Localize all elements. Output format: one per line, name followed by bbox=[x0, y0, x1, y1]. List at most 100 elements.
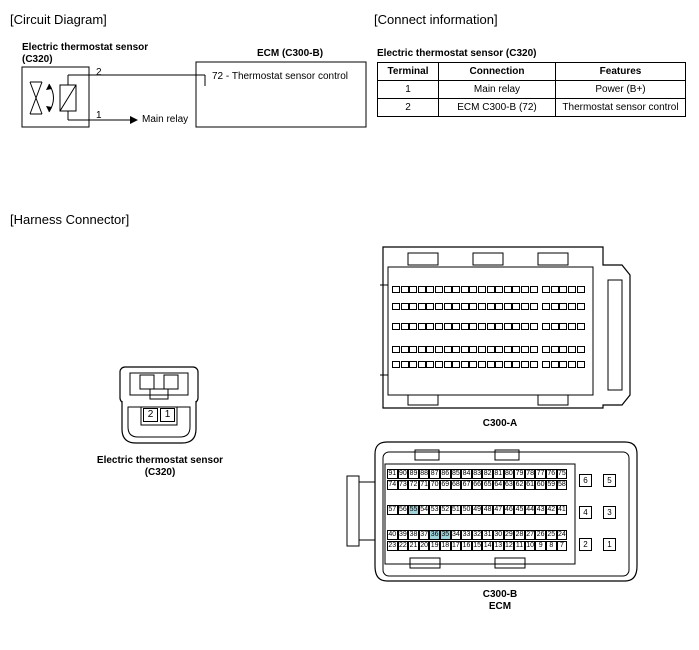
c300a-pin bbox=[478, 346, 486, 353]
c300a-pin bbox=[409, 361, 418, 368]
c300a-pin bbox=[576, 286, 585, 293]
c300a-pin bbox=[542, 361, 551, 368]
c300b-pin-91: 91 bbox=[387, 469, 398, 479]
c300b-pin-68: 68 bbox=[450, 480, 462, 490]
c300b-pin-39: 39 bbox=[397, 530, 409, 540]
c300a-pin bbox=[521, 323, 529, 330]
c300b-pin-76: 76 bbox=[546, 469, 557, 479]
c300b-pin-90: 90 bbox=[397, 469, 409, 479]
c300a-pin bbox=[426, 323, 435, 330]
c300a-pin bbox=[452, 286, 461, 293]
c300a-pin bbox=[392, 286, 400, 293]
c300b-pin-82: 82 bbox=[482, 469, 493, 479]
c300a-pin bbox=[576, 303, 585, 310]
c300b-pin-57: 57 bbox=[387, 505, 398, 515]
c300a-pin bbox=[559, 346, 568, 353]
c300a-pin bbox=[452, 346, 461, 353]
harness-connector-title: [Harness Connector] bbox=[10, 212, 130, 227]
c300b-pin-35: 35 bbox=[440, 530, 451, 540]
c300a-pin bbox=[568, 286, 576, 293]
c300a-pin bbox=[542, 286, 551, 293]
c300b-pin-15: 15 bbox=[471, 541, 483, 551]
c300a-pin bbox=[435, 303, 443, 310]
c300a-pin bbox=[460, 361, 469, 368]
c300b-pin-24: 24 bbox=[556, 530, 568, 540]
c300a-pin bbox=[469, 346, 478, 353]
c300b-pin-78: 78 bbox=[524, 469, 536, 479]
c300b-pin-5: 5 bbox=[603, 474, 616, 487]
c300b-pin-50: 50 bbox=[461, 505, 472, 515]
c300b-pin-83: 83 bbox=[471, 469, 483, 479]
c300b-pin-58: 58 bbox=[556, 480, 568, 490]
c300b-pin-64: 64 bbox=[493, 480, 504, 490]
c300a-pin bbox=[426, 346, 435, 353]
c300a-pin bbox=[503, 361, 512, 368]
c300b-pin-2: 2 bbox=[579, 538, 592, 551]
c300a-pin bbox=[550, 323, 559, 330]
c300a-pin bbox=[568, 346, 576, 353]
c300b-pin-36: 36 bbox=[429, 530, 440, 540]
c300b-pin-59: 59 bbox=[546, 480, 557, 490]
c300b-pin-1: 1 bbox=[603, 538, 616, 551]
c300a-pin bbox=[452, 303, 461, 310]
c300a-pin bbox=[409, 346, 418, 353]
c300b-pin-21: 21 bbox=[408, 541, 419, 551]
c300a-pin bbox=[478, 286, 486, 293]
c300a-pin bbox=[409, 323, 418, 330]
connect-info-table: Terminal Connection Features 1 Main rela… bbox=[377, 62, 686, 117]
c320-label-line1: Electric thermostat sensor bbox=[96, 455, 224, 466]
c300a-pin bbox=[559, 323, 568, 330]
c300a-pin bbox=[576, 346, 585, 353]
c300a-pin bbox=[435, 286, 443, 293]
c300b-pin-17: 17 bbox=[450, 541, 462, 551]
c300a-pin bbox=[469, 286, 478, 293]
c300b-pin-28: 28 bbox=[514, 530, 525, 540]
c300a-pin bbox=[400, 346, 409, 353]
connect-info-title: [Connect information] bbox=[374, 12, 498, 27]
c300a-pin bbox=[521, 286, 529, 293]
c300b-pin-85: 85 bbox=[450, 469, 462, 479]
c300b-pin-14: 14 bbox=[482, 541, 493, 551]
sensor-code-label: (C320) bbox=[22, 54, 53, 65]
c320-label-line2: (C320) bbox=[144, 467, 176, 478]
c300a-pin bbox=[503, 323, 512, 330]
c300b-pin-87: 87 bbox=[429, 469, 440, 479]
circuit-diagram bbox=[21, 61, 367, 128]
c300b-pin-62: 62 bbox=[514, 480, 525, 490]
table-row: 1 Main relay Power (B+) bbox=[377, 80, 686, 99]
table-cell: 1 bbox=[377, 80, 439, 99]
circuit-diagram-title: [Circuit Diagram] bbox=[10, 12, 107, 27]
c300a-pin bbox=[435, 323, 443, 330]
c300b-pin-66: 66 bbox=[471, 480, 483, 490]
c300a-pin bbox=[550, 346, 559, 353]
c300b-pin-27: 27 bbox=[524, 530, 536, 540]
c300a-label: C300-A bbox=[482, 418, 518, 429]
ecm-pin-label: 72 - Thermostat sensor control bbox=[212, 71, 348, 82]
c300b-pin-81: 81 bbox=[493, 469, 504, 479]
c300a-pin bbox=[568, 303, 576, 310]
c300a-pin bbox=[521, 361, 529, 368]
c300a-pin bbox=[495, 361, 504, 368]
c300b-pin-43: 43 bbox=[535, 505, 546, 515]
c320-connector-drawing bbox=[119, 366, 199, 444]
c300b-pin-47: 47 bbox=[493, 505, 504, 515]
sensor-box bbox=[21, 66, 90, 128]
c300b-pin-9: 9 bbox=[535, 541, 546, 551]
c300a-pin bbox=[469, 361, 478, 368]
c300a-pin bbox=[409, 303, 418, 310]
connect-table-title: Electric thermostat sensor (C320) bbox=[377, 48, 537, 59]
c300a-pin bbox=[512, 361, 521, 368]
c300b-pin-48: 48 bbox=[482, 505, 493, 515]
c300a-pin bbox=[435, 346, 443, 353]
c300a-pin bbox=[478, 361, 486, 368]
pin-1-label: 1 bbox=[96, 110, 102, 121]
c300b-pin-11: 11 bbox=[514, 541, 525, 551]
c300a-pin bbox=[417, 286, 426, 293]
c300a-pin bbox=[512, 346, 521, 353]
c300b-pin-60: 60 bbox=[535, 480, 546, 490]
c300a-pin bbox=[495, 346, 504, 353]
c300a-pin bbox=[392, 361, 400, 368]
c300b-pin-56: 56 bbox=[397, 505, 409, 515]
c300a-pin bbox=[426, 303, 435, 310]
c300b-pin-42: 42 bbox=[546, 505, 557, 515]
